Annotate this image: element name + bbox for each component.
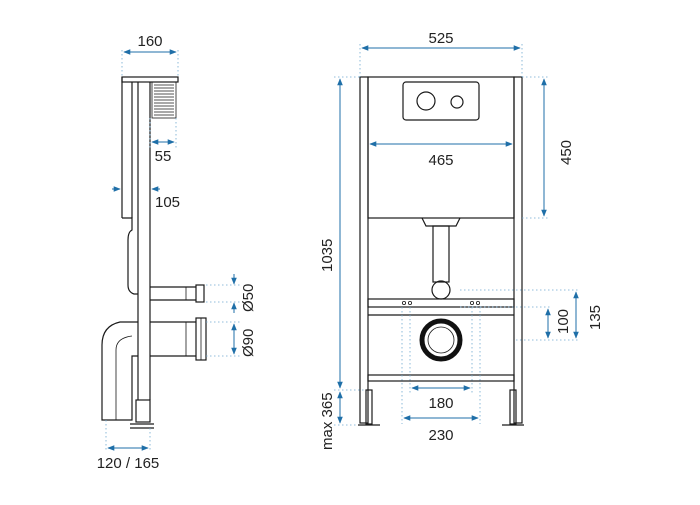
dim-1035-label: 1035 [319, 239, 336, 272]
dim-105-label: 105 [155, 194, 180, 211]
inlet-pipe-end [431, 280, 451, 300]
bolt-holes [401, 300, 480, 305]
drain-outlet [419, 318, 463, 362]
dim-160-label: 160 [137, 33, 162, 50]
cistern-body [367, 76, 515, 219]
dim-55-label: 55 [155, 148, 172, 165]
dim-180-label: 180 [428, 395, 453, 412]
side-bend [101, 321, 138, 421]
side-feet [130, 399, 154, 429]
flush-plate [402, 81, 480, 121]
dim-365-label: max 365 [319, 392, 336, 450]
dim-100-label: 100 [555, 309, 572, 334]
cistern-outlet [421, 217, 461, 227]
drop-pipe [432, 225, 450, 283]
dim-465-label: 465 [428, 152, 453, 169]
crossbar-upper [367, 298, 515, 308]
dim-d50-label: Ø50 [240, 284, 257, 312]
dim-d90-label: Ø90 [240, 329, 257, 357]
front-post-left [359, 76, 369, 424]
side-pipe-large [101, 317, 207, 421]
front-post-right [513, 76, 523, 424]
side-top-plate [121, 76, 179, 83]
crossbar-lower [367, 374, 515, 382]
side-pipe-small [150, 284, 205, 303]
side-view: 160 55 105 Ø50 Ø90 120 / 165 [97, 33, 257, 472]
dim-230-label: 230 [428, 427, 453, 444]
front-view: 525 465 450 1035 max 365 135 100 180 [319, 30, 604, 450]
dim-525-label: 525 [428, 30, 453, 47]
dim-135-label: 135 [587, 305, 604, 330]
flush-plate-ribs [151, 81, 177, 119]
drain-outlet-inner [427, 326, 455, 354]
flush-button-large [416, 91, 436, 111]
dim-120-165-label: 120 / 165 [97, 455, 160, 472]
front-feet [358, 389, 524, 426]
side-cistern-bottom [122, 217, 138, 295]
flush-button-small [450, 95, 464, 109]
dim-450-label: 450 [558, 140, 575, 165]
